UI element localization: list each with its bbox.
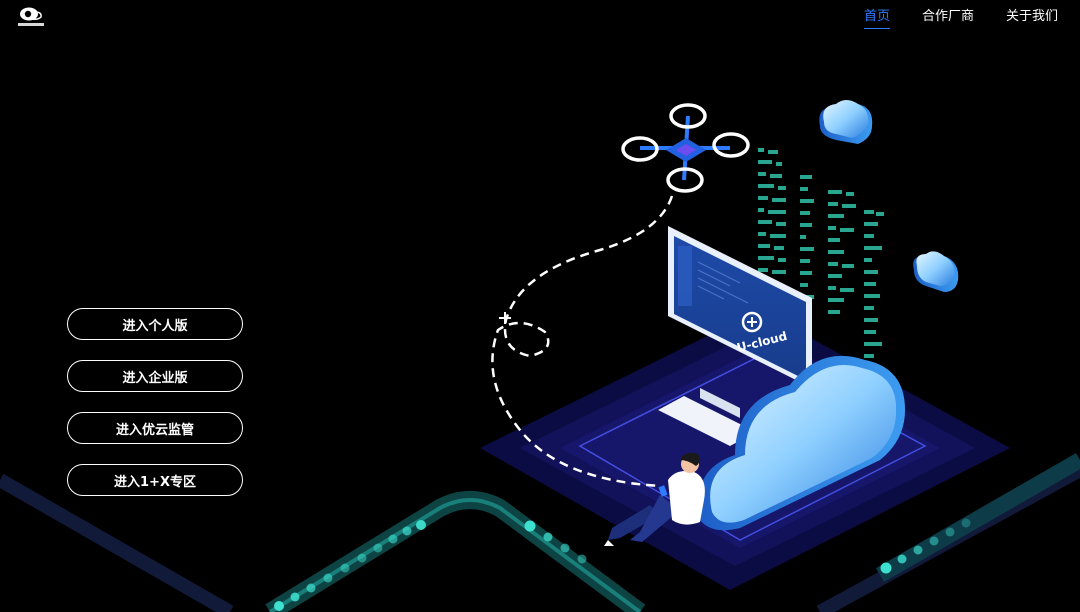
flight-path xyxy=(491,195,674,488)
entry-button-list: 进入个人版 进入企业版 进入优云监管 进入1+X专区 xyxy=(67,308,243,496)
monitor: U-cloud xyxy=(658,226,812,446)
top-nav: 首页 合作厂商 关于我们 xyxy=(848,8,1074,29)
cloud-logo-icon xyxy=(18,7,44,26)
enter-personal-button[interactable]: 进入个人版 xyxy=(67,308,243,340)
big-cloud xyxy=(698,355,905,531)
drone-icon xyxy=(621,103,750,193)
nav-item-partners[interactable]: 合作厂商 xyxy=(921,9,974,24)
plus-icon xyxy=(499,312,511,324)
brand-logo[interactable] xyxy=(14,4,48,30)
enter-enterprise-button[interactable]: 进入企业版 xyxy=(67,360,243,392)
enter-1x-zone-button[interactable]: 进入1+X专区 xyxy=(67,464,243,496)
circuit-dots xyxy=(274,518,971,611)
small-cloud-right xyxy=(913,251,959,292)
nav-item-about[interactable]: 关于我们 xyxy=(1005,9,1058,24)
nav-item-home[interactable]: 首页 xyxy=(848,8,906,29)
isometric-platform xyxy=(480,310,1010,590)
small-cloud-top xyxy=(819,100,873,144)
person-illustration xyxy=(604,452,705,546)
enter-supervision-button[interactable]: 进入优云监管 xyxy=(67,412,243,444)
data-columns xyxy=(758,148,884,358)
monitor-brand: U-cloud xyxy=(735,329,788,355)
